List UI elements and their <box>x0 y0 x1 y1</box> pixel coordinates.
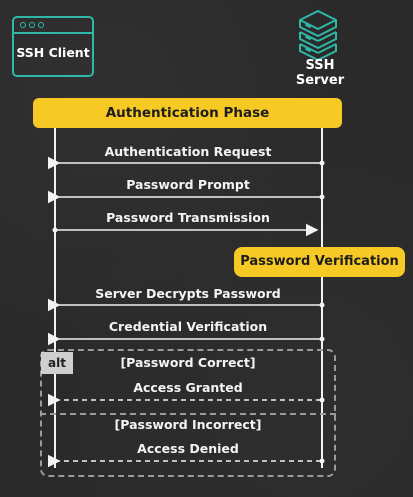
ssh-client-participant: SSH Client <box>12 16 94 77</box>
ssh-server-label-line1: SSH <box>305 58 335 73</box>
client-lifeline <box>54 128 56 468</box>
guard-password-incorrect: [Password Incorrect] <box>114 417 262 432</box>
server-lifeline <box>321 128 323 468</box>
message-password-prompt: Password Prompt <box>126 177 250 192</box>
password-verification-box: Password Verification <box>234 247 405 277</box>
authentication-phase-box: Authentication Phase <box>33 98 342 128</box>
message-authentication-request: Authentication Request <box>104 144 272 159</box>
message-password-transmission: Password Transmission <box>106 210 270 225</box>
alt-tag: alt <box>41 352 73 374</box>
window-titlebar <box>14 32 92 34</box>
server-stack-icon <box>299 10 337 61</box>
ssh-client-label: SSH Client <box>16 45 90 60</box>
guard-password-correct: [Password Correct] <box>120 355 256 370</box>
window-dots-icon <box>20 22 44 28</box>
ssh-server-label-line2: Server <box>295 73 345 88</box>
message-credential-verification: Credential Verification <box>108 319 268 334</box>
message-access-granted: Access Granted <box>133 380 243 395</box>
ssh-server-label: SSH Server <box>288 58 352 88</box>
alt-divider <box>40 413 336 415</box>
message-server-decrypts-password: Server Decrypts Password <box>95 286 281 301</box>
message-access-denied: Access Denied <box>137 441 239 456</box>
